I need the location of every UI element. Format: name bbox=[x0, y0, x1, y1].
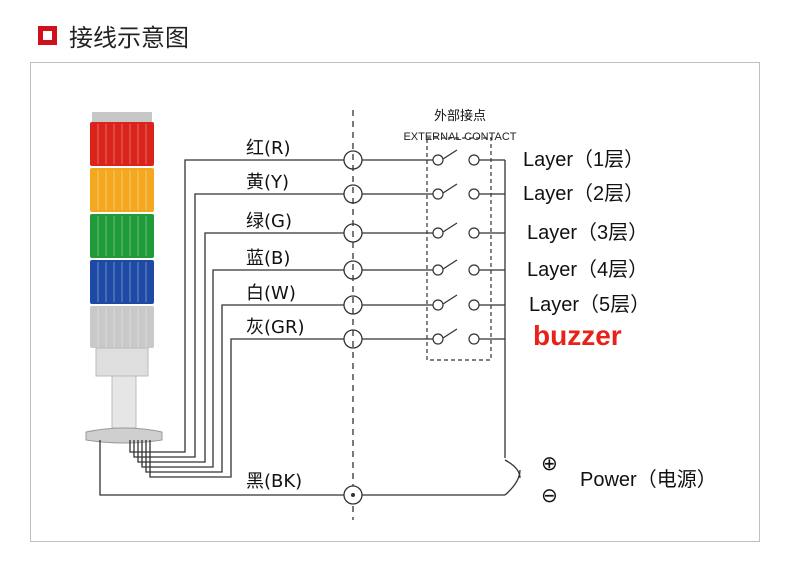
blue-light-segment bbox=[90, 260, 154, 304]
stack-light-tower bbox=[85, 112, 163, 444]
external-contact-en-label: EXTERNAL CONTACT bbox=[403, 131, 516, 143]
switch-contact-right bbox=[468, 227, 480, 239]
switch-contact-left bbox=[432, 154, 444, 166]
layer-label: Layer（2层） bbox=[523, 182, 644, 205]
wires: 红(R) Layer（1层） 黄(Y) Layer（2层） 绿(G) Layer（3层） 蓝… bbox=[129, 138, 650, 478]
switch-contact-left bbox=[432, 333, 444, 345]
minus-terminal-icon: ⊖ bbox=[541, 483, 558, 507]
tower-base-neck bbox=[95, 347, 149, 377]
switch-lever bbox=[442, 222, 458, 233]
common-wire-label: 黑(BK) bbox=[246, 471, 302, 492]
layer-label: Layer（1层） bbox=[523, 148, 644, 171]
switch-contact-right bbox=[468, 188, 480, 200]
buzzer-label: buzzer bbox=[533, 320, 622, 351]
wire-2 bbox=[137, 232, 344, 463]
common-power-circuit: 黑(BK) ⊕ ⊖ Power（电源） bbox=[99, 440, 717, 507]
external-contact-box bbox=[426, 137, 492, 361]
layer-label: Layer（3层） bbox=[527, 221, 648, 244]
power-label: Power（电源） bbox=[580, 468, 717, 491]
switch-contact-left bbox=[432, 299, 444, 311]
common-terminal-dot bbox=[351, 493, 355, 497]
wire-label: 灰(GR) bbox=[246, 317, 305, 338]
wire-3 bbox=[141, 269, 344, 468]
common-wire bbox=[99, 440, 345, 496]
plus-terminal-icon: ⊕ bbox=[541, 451, 558, 475]
wire-5 bbox=[149, 338, 344, 478]
layer-label: Layer（4层） bbox=[527, 258, 648, 281]
switch-lever bbox=[442, 183, 458, 194]
tower-pole bbox=[111, 375, 137, 429]
switch-contact-left bbox=[432, 188, 444, 200]
wire-0 bbox=[129, 159, 344, 453]
switch-lever bbox=[442, 259, 458, 270]
square-bullet-icon bbox=[38, 25, 57, 45]
yellow-light-segment bbox=[90, 168, 154, 212]
red-light-segment bbox=[90, 122, 154, 166]
tower-mount-base bbox=[85, 427, 163, 444]
layer-label: Layer（5层） bbox=[529, 293, 650, 316]
tower-cap bbox=[92, 112, 152, 124]
switch-contact-left bbox=[432, 227, 444, 239]
wire-label: 黄(Y) bbox=[246, 172, 289, 193]
section-header: 接线示意图 bbox=[38, 18, 189, 52]
switch-contact-right bbox=[468, 264, 480, 276]
switch-contact-right bbox=[468, 154, 480, 166]
external-contact-cn-label: 外部接点 bbox=[434, 108, 486, 124]
switch-contact-right bbox=[468, 333, 480, 345]
white-light-segment bbox=[90, 306, 154, 348]
switch-lever bbox=[442, 328, 458, 339]
wire-1 bbox=[133, 193, 344, 458]
switch-lever bbox=[442, 149, 458, 160]
wire-label: 白(W) bbox=[246, 283, 296, 304]
wire-label: 蓝(B) bbox=[246, 248, 290, 269]
diagram-frame bbox=[30, 62, 760, 542]
switch-lever bbox=[442, 294, 458, 305]
power-plus-arc bbox=[504, 459, 521, 479]
wire-4 bbox=[145, 304, 344, 473]
green-light-segment bbox=[90, 214, 154, 258]
switch-contact-right bbox=[468, 299, 480, 311]
wire-label: 绿(G) bbox=[246, 211, 292, 232]
switch-contact-left bbox=[432, 264, 444, 276]
power-minus-arc bbox=[504, 469, 521, 496]
wire-label: 红(R) bbox=[246, 138, 291, 159]
section-title: 接线示意图 bbox=[69, 23, 189, 52]
